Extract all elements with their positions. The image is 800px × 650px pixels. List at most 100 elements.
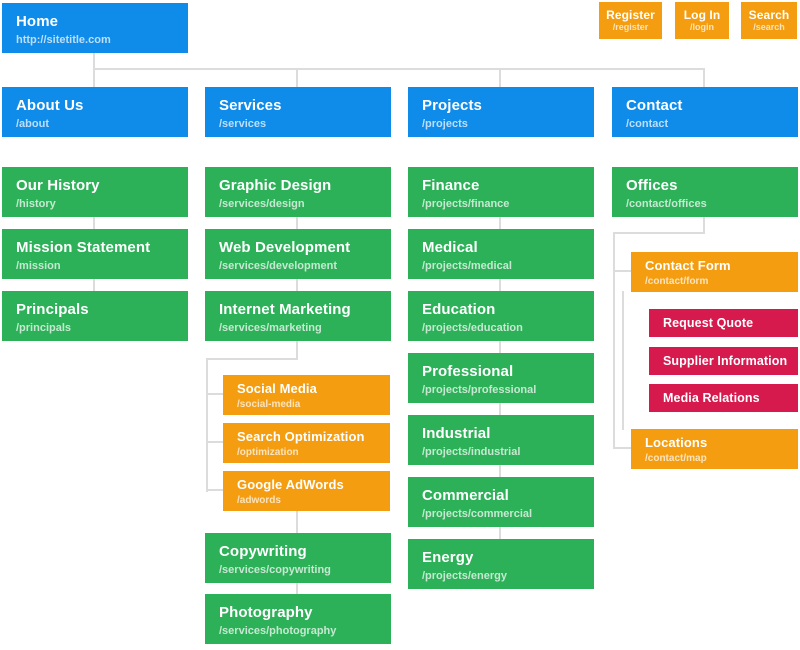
connector-line [296, 511, 298, 533]
node-web-development[interactable]: Web Development /services/development [205, 229, 391, 279]
node-title: Energy [422, 549, 474, 566]
node-url: /services/marketing [219, 322, 322, 334]
connector-line [206, 358, 208, 492]
action-register[interactable]: Register /register [599, 2, 662, 39]
node-finance[interactable]: Finance /projects/finance [408, 167, 594, 217]
node-google-adwords[interactable]: Google AdWords /adwords [223, 471, 390, 511]
node-url: /projects [422, 118, 468, 130]
node-education[interactable]: Education /projects/education [408, 291, 594, 341]
node-industrial[interactable]: Industrial /projects/industrial [408, 415, 594, 465]
node-url: /contact/form [645, 275, 709, 287]
connector-line [296, 583, 298, 594]
node-mission-statement[interactable]: Mission Statement /mission [2, 229, 188, 279]
node-url: /adwords [237, 494, 281, 506]
node-title: Commercial [422, 487, 509, 504]
node-title: Search Optimization [237, 429, 365, 444]
node-our-history[interactable]: Our History /history [2, 167, 188, 217]
connector-line [499, 341, 501, 353]
node-title: Copywriting [219, 543, 307, 560]
node-title: Media Relations [663, 390, 760, 405]
connector-line [206, 393, 223, 395]
node-offices[interactable]: Offices /contact/offices [612, 167, 798, 217]
node-url: /projects/industrial [422, 446, 521, 458]
connector-line [613, 232, 705, 234]
node-title: Photography [219, 604, 313, 621]
node-medical[interactable]: Medical /projects/medical [408, 229, 594, 279]
connector-line [613, 232, 615, 449]
node-url: /projects/professional [422, 384, 537, 396]
node-url: /search [753, 22, 785, 33]
connector-line [622, 291, 624, 430]
node-search-optimization[interactable]: Search Optimization /optimization [223, 423, 390, 463]
connector-line [499, 279, 501, 291]
node-title: Log In [683, 7, 721, 22]
action-search[interactable]: Search /search [741, 2, 797, 39]
connector-line [296, 341, 298, 360]
node-url: /principals [16, 322, 72, 334]
node-about-us[interactable]: About Us /about [2, 87, 188, 137]
node-internet-marketing[interactable]: Internet Marketing /services/marketing [205, 291, 391, 341]
connector-line [93, 53, 95, 87]
connector-line [206, 489, 223, 491]
node-title: Search [748, 7, 790, 22]
node-title: Locations [645, 435, 708, 450]
node-url: /services/photography [219, 625, 337, 637]
action-login[interactable]: Log In /login [675, 2, 729, 39]
node-principals[interactable]: Principals /principals [2, 291, 188, 341]
connector-line [499, 465, 501, 477]
node-url: /projects/finance [422, 198, 510, 210]
connector-line [613, 447, 631, 449]
node-title: Internet Marketing [219, 301, 351, 318]
node-social-media[interactable]: Social Media /social-media [223, 375, 390, 415]
connector-line [499, 217, 501, 229]
node-title: Finance [422, 177, 480, 194]
node-graphic-design[interactable]: Graphic Design /services/design [205, 167, 391, 217]
node-title: Medical [422, 239, 478, 256]
node-url: /social-media [237, 398, 301, 410]
node-url: /contact/offices [626, 198, 707, 210]
node-title: Mission Statement [16, 239, 151, 256]
node-url: /services/development [219, 260, 338, 272]
node-projects[interactable]: Projects /projects [408, 87, 594, 137]
connector-line [703, 217, 705, 234]
node-title: Services [219, 97, 282, 114]
node-url: /history [16, 198, 56, 210]
node-title: Principals [16, 301, 89, 318]
node-url: /optimization [237, 446, 299, 458]
node-title: Graphic Design [219, 177, 332, 194]
connector-line [206, 441, 223, 443]
node-request-quote[interactable]: Request Quote [649, 309, 798, 337]
node-home[interactable]: Home http://sitetitle.com [2, 3, 188, 53]
node-photography[interactable]: Photography /services/photography [205, 594, 391, 644]
node-supplier-information[interactable]: Supplier Information [649, 347, 798, 375]
node-url: /services/copywriting [219, 564, 331, 576]
node-url: /projects/education [422, 322, 523, 334]
connector-line [296, 279, 298, 291]
node-url: http://sitetitle.com [16, 34, 111, 46]
node-locations[interactable]: Locations /contact/map [631, 429, 798, 469]
connector-line [703, 68, 705, 87]
node-url: /mission [16, 260, 61, 272]
node-commercial[interactable]: Commercial /projects/commercial [408, 477, 594, 527]
connector-line [93, 279, 95, 291]
connector-line [499, 527, 501, 539]
connector-line [93, 68, 705, 70]
node-title: Offices [626, 177, 678, 194]
node-media-relations[interactable]: Media Relations [649, 384, 798, 412]
node-services[interactable]: Services /services [205, 87, 391, 137]
node-title: About Us [16, 97, 84, 114]
node-url: /projects/commercial [422, 508, 533, 520]
node-professional[interactable]: Professional /projects/professional [408, 353, 594, 403]
node-url: /login [690, 22, 714, 33]
node-title: Contact Form [645, 258, 731, 273]
node-title: Contact [626, 97, 683, 114]
node-title: Our History [16, 177, 100, 194]
node-title: Professional [422, 363, 514, 380]
node-url: /register [612, 22, 649, 33]
node-contact[interactable]: Contact /contact [612, 87, 798, 137]
node-copywriting[interactable]: Copywriting /services/copywriting [205, 533, 391, 583]
connector-line [613, 270, 631, 272]
node-url: /services/design [219, 198, 305, 210]
node-energy[interactable]: Energy /projects/energy [408, 539, 594, 589]
node-contact-form[interactable]: Contact Form /contact/form [631, 252, 798, 292]
